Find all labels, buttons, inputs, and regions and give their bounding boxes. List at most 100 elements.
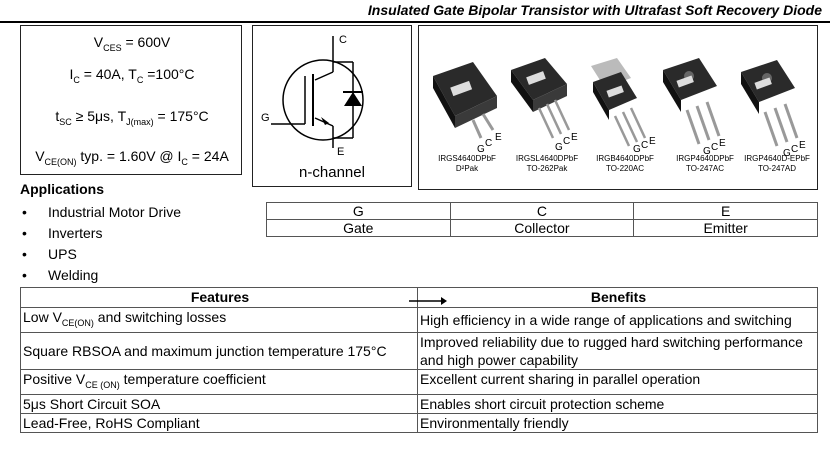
feature-text: and switching losses [93, 309, 227, 326]
svg-text:G: G [703, 146, 711, 157]
spec-tsc-s2: J(max) [126, 116, 154, 127]
bullet-icon: • [22, 225, 27, 241]
svg-text:E: E [719, 138, 726, 149]
feature-text: temperature coefficient [119, 371, 266, 387]
table-row: 5μs Short Circuit SOA Enables short circ… [20, 393, 818, 414]
pin-name: Collector [449, 219, 635, 237]
spec-vce-s1: CE(ON) [44, 156, 77, 167]
svg-text:C: C [485, 138, 492, 149]
part-number: IRGS4640DPbF [438, 154, 496, 163]
svg-text:E: E [649, 136, 656, 147]
package-name: TO-247AD [757, 164, 797, 173]
part-number: IRGSL4640DPbF [515, 154, 579, 163]
svg-text:C: C [711, 142, 718, 153]
schematic-symbol-box: C G E n-channel [252, 25, 412, 187]
application-label: Welding [48, 267, 99, 283]
arrow-right-icon [409, 297, 447, 305]
spec-ic-s2: C [136, 74, 144, 85]
package-to247ad-icon: G C E [741, 60, 806, 159]
feature-cell: 5μs Short Circuit SOA [20, 393, 418, 414]
package-to247ac-icon: G C E [663, 58, 726, 157]
part-number: IRGP4640DPbF [676, 154, 734, 163]
application-label: Industrial Motor Drive [48, 204, 182, 220]
page-title: Insulated Gate Bipolar Transistor with U… [367, 2, 822, 18]
pin-symbol: G [266, 202, 451, 220]
svg-text:G: G [555, 142, 563, 153]
spec-tsc-t2: ≥ 5μs, T [71, 108, 127, 124]
table-row: Gate Collector Emitter [266, 219, 818, 237]
bullet-icon: • [22, 267, 27, 283]
igbt-symbol-icon [271, 36, 364, 148]
package-to220-icon: G C E [591, 58, 656, 155]
svg-text:G: G [633, 144, 641, 155]
bullet-icon: • [22, 246, 27, 262]
applications-title: Applications [20, 181, 105, 197]
part-number: IRGP4640D-EPbF [744, 154, 810, 163]
feature-text: Positive V [23, 371, 86, 387]
table-row: Low VCE(ON) and switching losses High ef… [20, 307, 818, 333]
emitter-label: E [337, 146, 345, 158]
features-header: Features [20, 287, 418, 308]
bullet-icon: • [22, 204, 27, 220]
package-name: TO-247AC [685, 164, 725, 173]
list-item: • Inverters [22, 225, 102, 241]
benefit-cell: Excellent current sharing in parallel op… [417, 369, 818, 395]
benefit-cell: High efficiency in a wide range of appli… [417, 307, 818, 333]
spec-ic: IC = 40A, TC =100°C [21, 66, 243, 85]
spec-ic-t3: =100°C [143, 66, 195, 82]
spec-vce-t2: typ. = 1.60V @ I [76, 148, 182, 164]
feature-cell: Square RBSOA and maximum junction temper… [20, 332, 418, 370]
svg-text:E: E [495, 132, 502, 143]
list-item: • UPS [22, 246, 77, 262]
spec-vces-value: = 600V [121, 34, 171, 50]
spec-ic-t2: = 40A, T [79, 66, 137, 82]
spec-vces: VCES = 600V [21, 34, 243, 53]
spec-vce-t1: V [35, 148, 45, 164]
package-name: TO-262Pak [526, 164, 568, 173]
spec-tsc-t3: = 175°C [153, 108, 209, 124]
pin-name: Emitter [633, 219, 818, 237]
feature-cell: Positive VCE (ON) temperature coefficien… [20, 369, 418, 395]
application-label: UPS [48, 246, 77, 262]
collector-label: C [339, 34, 347, 46]
svg-text:C: C [791, 144, 798, 155]
table-row: G C E [266, 202, 818, 220]
table-row: Square RBSOA and maximum junction temper… [20, 332, 818, 370]
svg-text:C: C [641, 140, 648, 151]
pin-symbol: C [449, 202, 635, 220]
feature-sub: CE (ON) [85, 379, 120, 390]
package-name: D²Pak [455, 164, 479, 173]
specs-box: VCES = 600V IC = 40A, TC =100°C tSC ≥ 5μ… [20, 25, 242, 175]
svg-text:G: G [477, 144, 485, 155]
feature-sub: CE(ON) [61, 317, 94, 328]
package-images-box: G C E G C E G C E G C E [418, 25, 818, 190]
list-item: • Welding [22, 267, 98, 283]
spec-tsc-s1: SC [59, 116, 72, 127]
feature-text: Low V [23, 309, 62, 326]
spec-vces-symbol: V [93, 34, 104, 50]
feature-cell: Low VCE(ON) and switching losses [20, 307, 418, 333]
benefit-cell: Environmentally friendly [417, 412, 818, 433]
benefits-header: Benefits [417, 287, 818, 308]
table-row: Lead-Free, RoHS Compliant Environmentall… [20, 412, 818, 433]
features-benefits-table: Features Benefits Low VCE(ON) and switch… [20, 287, 818, 433]
spec-vces-sub: CES [103, 42, 122, 53]
header-rule [0, 21, 830, 23]
channel-caption: n-channel [299, 164, 365, 181]
gate-label: G [261, 112, 270, 124]
part-number: IRGB4640DPbF [596, 154, 654, 163]
package-name: TO-220AC [605, 164, 645, 173]
application-label: Inverters [48, 225, 103, 241]
benefit-cell: Improved reliability due to rugged hard … [417, 332, 818, 370]
spec-ic-s1: C [73, 74, 80, 85]
spec-vce: VCE(ON) typ. = 1.60V @ IC = 24A [21, 148, 243, 167]
svg-text:C: C [563, 136, 570, 147]
table-row: Positive VCE (ON) temperature coefficien… [20, 369, 818, 395]
package-d2pak-icon: G C E [433, 62, 502, 155]
spec-vce-t3: = 24A [187, 148, 229, 164]
svg-text:E: E [571, 132, 578, 143]
package-to262-icon: G C E [511, 58, 578, 153]
